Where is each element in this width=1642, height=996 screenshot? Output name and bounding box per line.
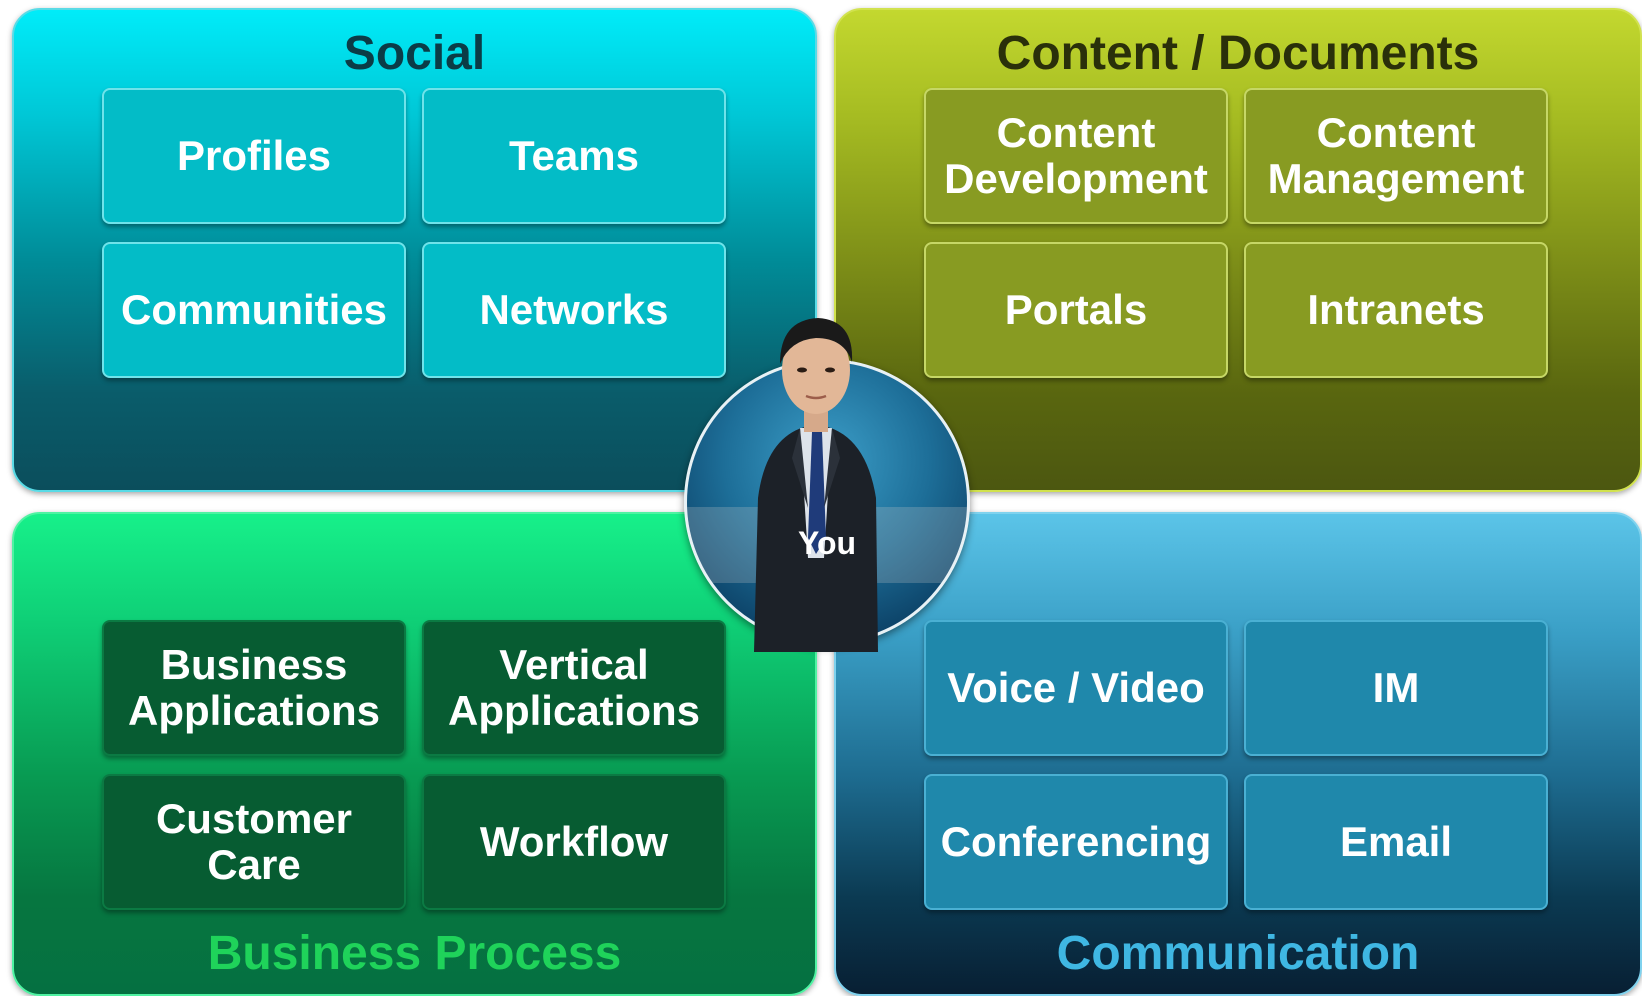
tile-teams: Teams	[422, 88, 726, 224]
tile-vertical-applications: Vertical Applications	[422, 620, 726, 756]
tile-networks: Networks	[422, 242, 726, 378]
tile-customer-care: Customer Care	[102, 774, 406, 910]
tile-im: IM	[1244, 620, 1548, 756]
business-quadrant: Business Applications Vertical Applicati…	[12, 512, 817, 996]
social-quadrant: Social Profiles Teams Communities Networ…	[12, 8, 817, 492]
tile-voice-video: Voice / Video	[924, 620, 1228, 756]
tile-portals: Portals	[924, 242, 1228, 378]
tile-conferencing: Conferencing	[924, 774, 1228, 910]
tile-content-development: Content Development	[924, 88, 1228, 224]
businessman-figure	[754, 318, 878, 652]
content-quadrant: Content / Documents Content Development …	[834, 8, 1642, 492]
tile-communities: Communities	[102, 242, 406, 378]
communication-quadrant: Voice / Video IM Conferencing Email Comm…	[834, 512, 1642, 996]
tile-content-management: Content Management	[1244, 88, 1548, 224]
tile-profiles: Profiles	[102, 88, 406, 224]
business-title: Business Process	[207, 927, 622, 980]
social-title: Social	[343, 27, 486, 80]
tile-workflow: Workflow	[422, 774, 726, 910]
you-label: You	[797, 525, 857, 561]
content-title: Content / Documents	[996, 27, 1480, 80]
tile-intranets: Intranets	[1244, 242, 1548, 378]
communication-title: Communication	[1056, 927, 1420, 980]
tile-email: Email	[1244, 774, 1548, 910]
tile-business-applications: Business Applications	[102, 620, 406, 756]
